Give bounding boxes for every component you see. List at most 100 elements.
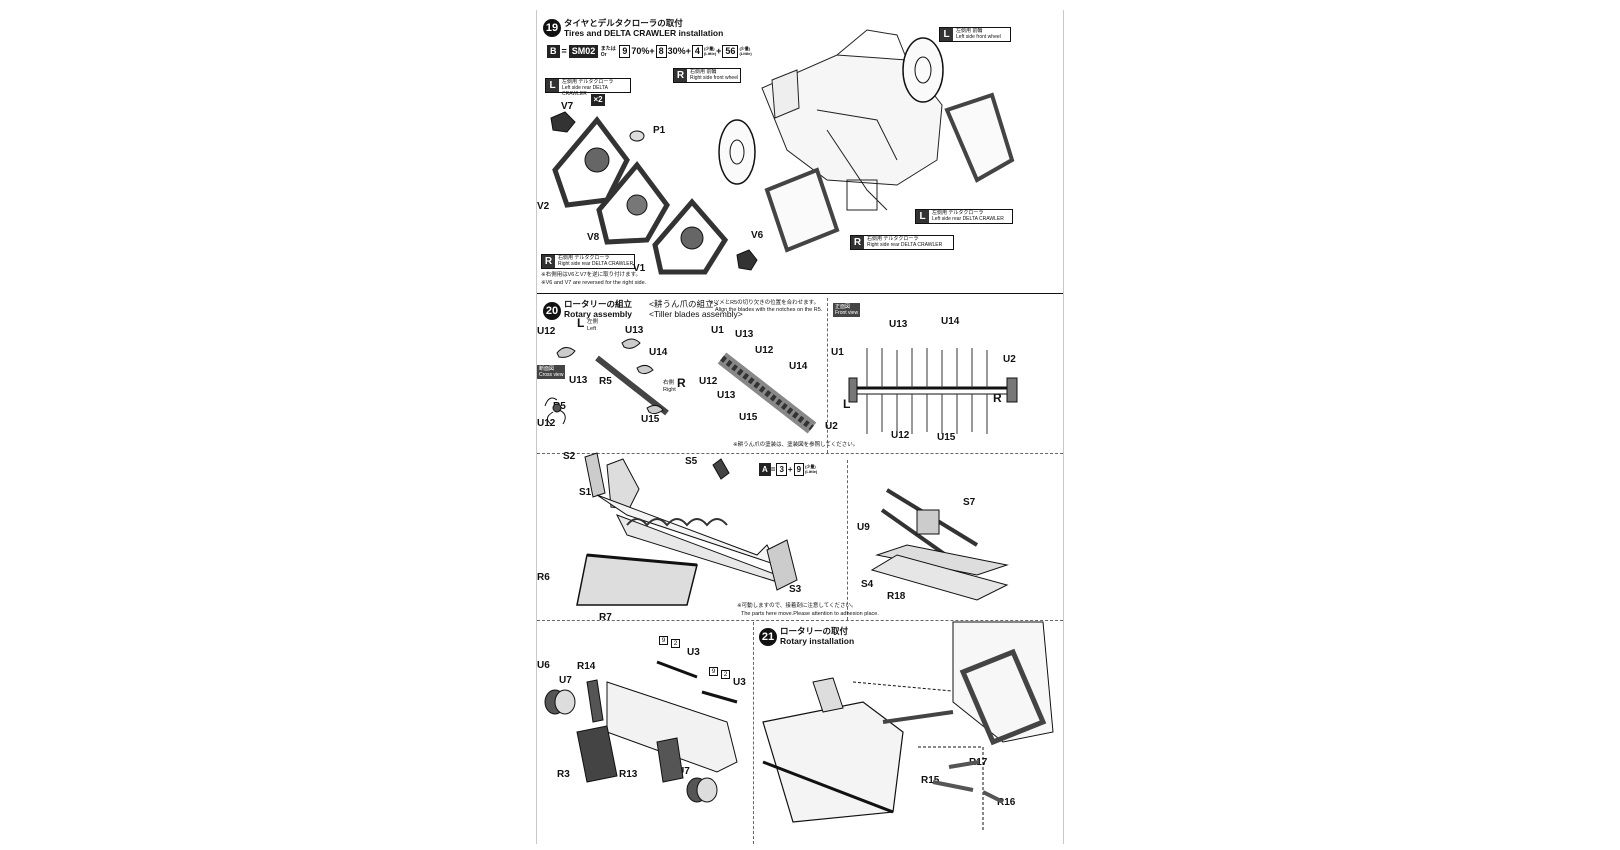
callout-letter: R — [674, 69, 687, 82]
part-label-v7: V7 — [561, 101, 574, 112]
part-label-r3: R3 — [557, 769, 570, 780]
cross-view-en: Cross view — [539, 372, 564, 378]
part-label-r15: R15 — [921, 775, 940, 786]
callout-en: Right side rear DELTA CRAWLER — [558, 261, 634, 267]
part-label-u15: U15 — [739, 412, 758, 423]
part-label-v8: V8 — [587, 232, 600, 243]
callout-jp: 右側用 デルタクローラ — [867, 236, 919, 242]
callout-en: Left side rear DELTA CRAWLER — [562, 85, 608, 97]
tiller-illustration — [544, 338, 1018, 434]
part-label-u7: U7 — [559, 675, 572, 686]
callout-left-front-wheel: L 左側用 前輪 Left side front wheel — [939, 27, 1011, 42]
part-label-u13: U13 — [889, 319, 908, 330]
part-label-u7: U7 — [677, 766, 690, 777]
part-label-r13: R13 — [619, 769, 638, 780]
crawler-left-1 — [550, 111, 630, 208]
part-label-u12: U12 — [537, 418, 556, 429]
right-jp: 右側 — [663, 380, 675, 386]
formula-code: SM02 — [568, 45, 599, 58]
part-label-r14: R14 — [577, 661, 596, 672]
part-label-u12: U12 — [699, 376, 718, 387]
callout-en: Left side rear DELTA CRAWLER — [932, 216, 1004, 222]
gearbox-illustration — [544, 660, 738, 803]
tiller-paint-note: ※耕うん爪の塗装は、塗装図を参照してください。 — [733, 442, 859, 448]
right-side-note-en: ※V6 and V7 are reversed for the right si… — [541, 280, 647, 286]
formula-a-letter: A — [759, 463, 771, 476]
step-19-title-jp: タイヤとデルタクローラの取付 — [564, 18, 683, 28]
align-note-en: Align the blades with the notches on the… — [715, 307, 823, 313]
front-view-en: Front view — [835, 310, 859, 316]
callout-left-rear-crawler-2: L 左側用 デルタクローラ Left side rear DELTA CRAWL… — [915, 209, 1013, 224]
left-jp: 左側 — [587, 319, 599, 325]
step-21-title-en: Rotary installation — [780, 636, 855, 646]
color-chip: 9 — [793, 463, 805, 476]
step-21-separator — [753, 622, 754, 844]
callout-right-front-wheel: R 右側用 前輪 Right side front wheel — [673, 68, 741, 83]
front-wheel-left — [902, 37, 944, 103]
paint-formula-a: A=3+9(少量) (Little) — [759, 463, 817, 476]
callout-letter: L — [916, 210, 929, 223]
callout-right-rear-crawler-left: R 右側用 デルタクローラ Right side rear DELTA CRAW… — [541, 254, 635, 269]
instruction-sheet: 19 タイヤとデルタクローラの取付 Tires and DELTA CRAWLE… — [536, 10, 1064, 844]
step-20-title-en: Rotary assembly — [564, 309, 633, 319]
part-label-r6: R6 — [537, 572, 550, 583]
part-label-r5: R5 — [599, 376, 612, 387]
rear-crawler-left-right — [944, 92, 1015, 183]
tiller-title-jp: <耕うん爪の組立> — [649, 299, 719, 309]
tractor-body — [761, 29, 943, 211]
tiller-title-en: <Tiller blades assembly> — [649, 309, 743, 319]
part-label-u12: U12 — [755, 345, 774, 356]
part-label-u12: U12 — [537, 326, 556, 337]
part-label-s3: S3 — [789, 584, 802, 595]
color-note: (少量) (Little) — [703, 46, 717, 56]
step-20-badge: 20 — [543, 302, 561, 320]
step-19-badge: 19 — [543, 19, 561, 37]
callout-letter: L — [546, 79, 559, 92]
part-label-s7: S7 — [963, 497, 976, 508]
part-label-u13: U13 — [569, 375, 588, 386]
color-percent: 30% — [667, 46, 686, 56]
color-note: (少量) (Little) — [739, 46, 752, 56]
callout-letter: L — [940, 28, 953, 41]
color-chip: 3 — [776, 463, 787, 476]
crawler-left-3 — [652, 198, 758, 275]
part-label-u14: U14 — [649, 347, 668, 358]
front-wheel-right — [718, 119, 756, 185]
rotary-housing-illustration — [576, 452, 1009, 606]
step-21-badge: 21 — [759, 628, 777, 646]
rotary-installation-illustration — [762, 621, 1054, 832]
part-label-r16: R16 — [997, 797, 1016, 808]
left-marker: L — [577, 316, 585, 330]
crawler-left-2 — [596, 160, 670, 245]
part-label-u9: U9 — [857, 522, 870, 533]
formula-or-jp: または — [600, 45, 616, 52]
formula-letter: B — [547, 45, 560, 58]
color-chip: 56 — [722, 45, 739, 58]
step-20-title-jp: ロータリーの組立 — [564, 299, 633, 309]
callout-en: Left side front wheel — [956, 34, 1001, 40]
callout-letter: R — [542, 255, 555, 268]
front-right-marker: R — [993, 391, 1002, 405]
section-divider — [537, 293, 1063, 294]
color-chip: 9 — [619, 45, 631, 58]
color-chip: 8 — [655, 45, 667, 58]
callout-jp: 右側用 前輪 — [690, 69, 717, 75]
left-en: Left — [587, 326, 597, 332]
part-label-v6: V6 — [751, 230, 764, 241]
sub-divider — [537, 453, 1063, 454]
part-label-u3: U3 — [733, 677, 746, 688]
part-label-s5: S5 — [685, 456, 698, 467]
callout-right-rear-crawler: R 右側用 デルタクローラ Right side rear DELTA CRAW… — [850, 235, 954, 250]
color-percent: 70% — [631, 46, 650, 56]
step-19-title-en: Tires and DELTA CRAWLER installation — [564, 28, 724, 38]
front-view-separator — [827, 298, 828, 453]
part-label-u15: U15 — [641, 414, 660, 425]
callout-left-rear-crawler: L 左側用 デルタクローラ Left side rear DELTA CRAWL… — [545, 78, 631, 97]
callout-en: Right side rear DELTA CRAWLER — [867, 242, 943, 248]
step-21-title-jp: ロータリーの取付 — [780, 626, 849, 636]
part-label-s4: S4 — [861, 579, 874, 590]
part-label-u13: U13 — [625, 325, 644, 336]
